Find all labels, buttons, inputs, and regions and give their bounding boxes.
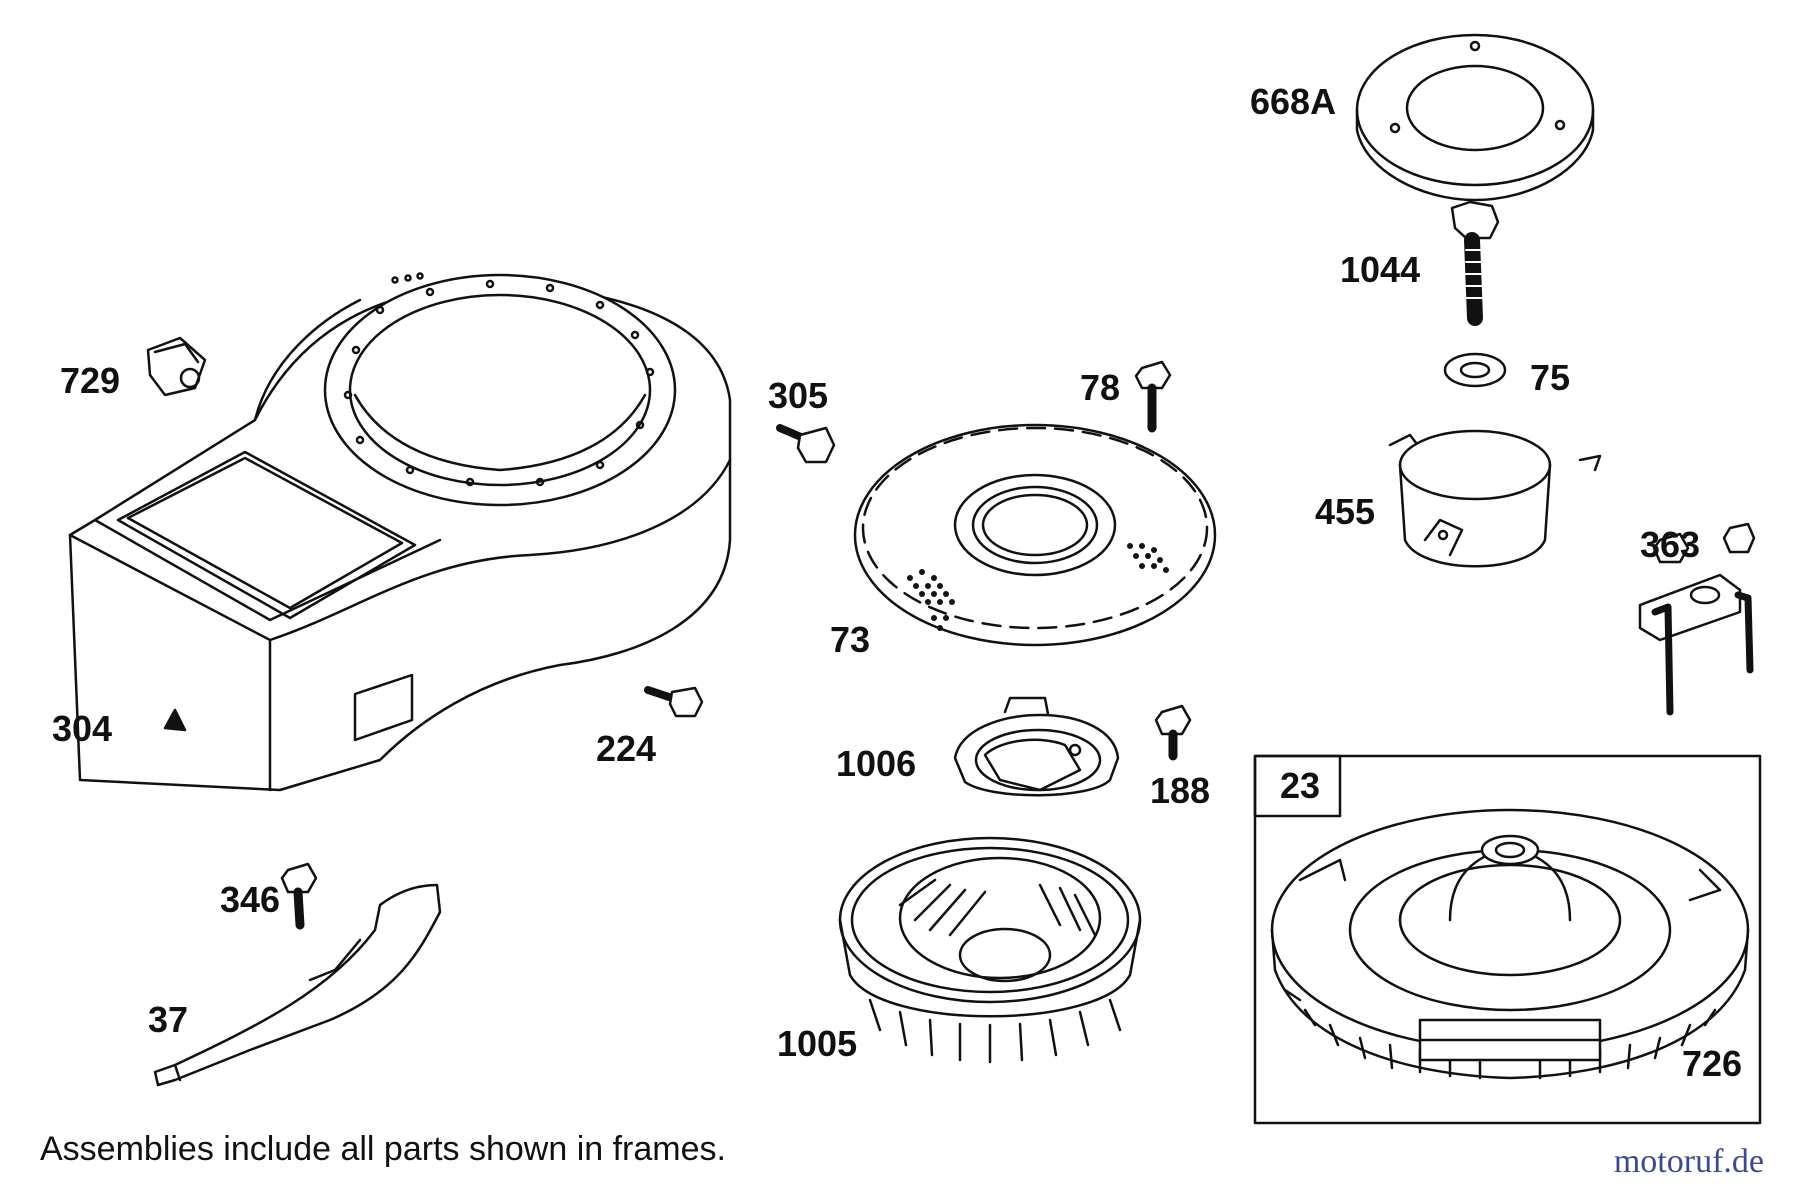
label-78: 78: [1080, 367, 1121, 408]
air-guide-37: [153, 883, 442, 1087]
frame-tag-23: [1253, 754, 1342, 818]
label-346: 346: [220, 879, 281, 920]
label-455: 455: [1315, 491, 1376, 532]
ratchet-1006: [953, 696, 1120, 797]
plate-668a: [1355, 33, 1595, 202]
label-188: 188: [1150, 770, 1211, 811]
screw-305: [776, 424, 836, 464]
fan-1005: [838, 836, 1142, 1064]
label-305: 305: [768, 375, 829, 416]
screw-346: [280, 862, 318, 930]
label-73: 73: [830, 619, 871, 660]
cup-455: [1388, 429, 1602, 568]
label-729: 729: [60, 360, 121, 401]
bolt-78: [1134, 360, 1172, 433]
label-37: 37: [148, 999, 189, 1040]
assembly-note: Assemblies include all parts shown in fr…: [40, 1130, 726, 1168]
watermark-logo: motoruf.de: [1613, 1143, 1764, 1180]
label-1044: 1044: [1340, 249, 1421, 290]
label-224: 224: [596, 728, 657, 769]
screw-224: [644, 686, 704, 718]
rotating-screen-73: [853, 423, 1217, 647]
stud-1044: [1450, 200, 1500, 326]
flywheel-726: [1270, 808, 1750, 1080]
label-75: 75: [1530, 357, 1571, 398]
blower-housing-304: [68, 272, 732, 792]
bolt-188: [1154, 704, 1192, 761]
assembly-frame-23: [1253, 754, 1762, 1125]
label-1005: 1005: [777, 1023, 858, 1064]
label-23: 23: [1280, 765, 1321, 806]
label-363: 363: [1640, 524, 1701, 565]
brake-bracket-363: [1638, 522, 1756, 716]
grommet-729: [146, 336, 207, 397]
label-668a: 668A: [1250, 81, 1337, 122]
label-726: 726: [1682, 1043, 1743, 1084]
label-304: 304: [52, 708, 113, 749]
washer-75: [1443, 352, 1507, 388]
label-1006: 1006: [836, 743, 917, 784]
